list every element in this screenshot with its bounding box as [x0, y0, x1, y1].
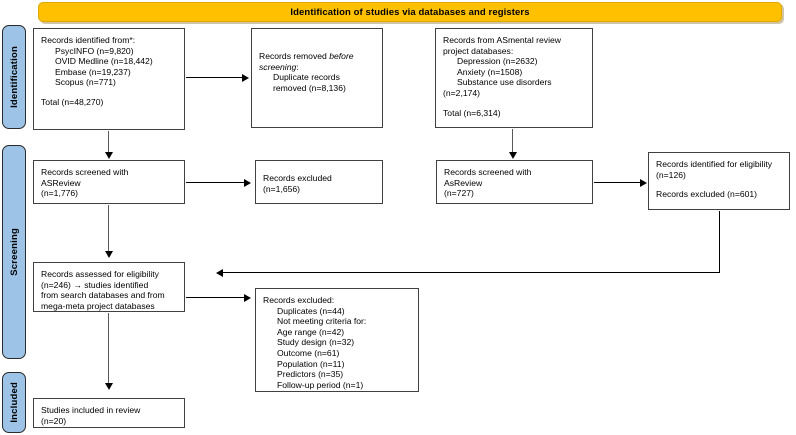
connector-screened-to-excluded1 [186, 182, 244, 184]
records-removed-line1: Records removed [259, 51, 330, 61]
excluded-2-item-2: Age range (n=42) [277, 326, 345, 337]
arrowhead-assessed-to-excluded2 [244, 293, 251, 302]
connector-screened2-to-eligibility [594, 182, 640, 184]
connector-asmental-to-screened2 [512, 129, 514, 155]
excluded-2-item-4: Outcome (n=61) [277, 347, 340, 358]
arrowhead-assessed-to-included [104, 383, 113, 390]
excluded-1-line2: (n=1,656) [263, 183, 301, 194]
arrowhead-screened-to-assessed [104, 251, 113, 258]
screened-1-line2: ASReview [41, 177, 81, 188]
excluded-2-item-1: Not meeting criteria for: [277, 316, 367, 327]
connector-eligibility-down [719, 211, 721, 273]
box-records-removed-before-screening: Records removed before screening: Duplic… [251, 28, 383, 128]
arrowhead-screened-to-excluded1 [244, 178, 251, 187]
asmental-item-3: (n=2,174) [443, 87, 481, 98]
box-records-excluded-eligibility: Records excluded: Duplicates (n=44) Not … [255, 288, 419, 392]
connector-identified-to-screened [108, 131, 110, 155]
stage-tab-included: Included [2, 372, 26, 433]
records-removed-item-1: removed (n=8,136) [273, 82, 346, 93]
diagram-header-banner: Identification of studies via databases … [38, 2, 782, 22]
records-identified-item-3: Scopus (n=771) [55, 77, 116, 88]
arrowhead-identified-to-screened [104, 152, 113, 159]
stage-label-screening: Screening [8, 228, 20, 276]
screened-1-line1: Records screened with [41, 167, 129, 177]
assessed-line4: mega-meta project databases [41, 300, 155, 311]
stage-label-included: Included [8, 382, 20, 423]
records-removed-line2-rest: : [296, 61, 299, 72]
connector-screened-to-assessed [108, 205, 110, 253]
excluded-2-item-0: Duplicates (n=44) [277, 305, 345, 316]
box-records-screened-asreview-project: Records screened with AsReview (n=727) [436, 160, 593, 204]
arrowhead-asmental-to-screened2 [508, 152, 517, 159]
included-line2: (n=20) [41, 415, 67, 426]
box-records-screened-asreview-databases: Records screened with ASReview (n=1,776) [33, 160, 185, 204]
box-records-identified-for-eligibility: Records identified for eligibility (n=12… [648, 152, 790, 210]
assessed-line3: from search databases and from [41, 290, 165, 301]
records-identified-item-2: Embase (n=19,237) [55, 66, 131, 77]
excluded-2-item-7: Follow-up period (n=1) [277, 379, 364, 390]
assessed-line1: Records assessed for eligibility [41, 269, 159, 279]
excluded-2-item-6: Predictors (n=35) [277, 369, 344, 380]
arrowhead-eligibility-to-assessed [216, 268, 223, 277]
asmental-item-2: Substance use disorders [457, 77, 552, 88]
screened-2-line2: AsReview [444, 177, 483, 188]
eligibility-line2: (n=126) [656, 169, 686, 180]
records-removed-line2-emphasis: screening [259, 61, 297, 72]
connector-identified-to-removed [186, 77, 242, 79]
box-asmental-project-databases: Records from ASmental review project dat… [435, 28, 593, 128]
screened-2-line1: Records screened with [444, 167, 532, 177]
eligibility-line3: Records excluded (n=601) [656, 189, 758, 200]
records-identified-item-0: PsycINFO (n=9,820) [55, 45, 134, 56]
connector-assessed-to-excluded2 [186, 297, 244, 299]
spacer [443, 99, 585, 108]
asmental-heading-line1: Records from ASmental review [443, 35, 561, 45]
excluded-2-heading: Records excluded: [263, 295, 335, 305]
records-removed-item-0: Duplicate records [273, 72, 340, 83]
excluded-1-line1: Records excluded [263, 173, 332, 183]
stage-tab-screening: Screening [2, 145, 26, 359]
stage-tab-identification: Identification [2, 25, 26, 129]
eligibility-line1: Records identified for eligibility [656, 159, 773, 169]
box-records-identified: Records identified from*: PsycINFO (n=9,… [33, 28, 185, 130]
connector-assessed-to-included [108, 313, 110, 385]
connector-eligibility-to-assessed [223, 272, 720, 274]
arrowhead-screened2-to-eligibility [640, 178, 647, 187]
records-identified-heading: Records identified from*: [41, 35, 136, 45]
included-line1: Studies included in review [41, 405, 141, 415]
diagram-title: Identification of studies via databases … [290, 6, 530, 18]
asmental-total: Total (n=6,314) [443, 107, 501, 118]
excluded-2-item-5: Population (n=11) [277, 358, 345, 369]
records-identified-total: Total (n=48,270) [41, 96, 104, 107]
box-records-assessed-for-eligibility: Records assessed for eligibility (n=246)… [33, 262, 185, 312]
stage-label-identification: Identification [8, 46, 20, 108]
arrowhead-identified-to-removed [242, 73, 249, 82]
screened-1-line3: (n=1,776) [41, 188, 79, 199]
assessed-line2: (n=246) → studies identified [41, 279, 149, 290]
spacer [656, 180, 782, 189]
asmental-item-0: Depression (n=2632) [457, 56, 538, 67]
box-studies-included-in-review: Studies included in review (n=20) [33, 398, 185, 428]
records-identified-item-1: OVID Medline (n=18,442) [55, 56, 153, 67]
records-removed-line1-emphasis: before [329, 51, 354, 61]
screened-2-line3: (n=727) [444, 188, 474, 199]
asmental-heading-line2: project databases: [443, 45, 514, 56]
spacer [41, 88, 177, 97]
excluded-2-item-3: Study design (n=32) [277, 337, 355, 348]
asmental-item-1: Anxiety (n=1508) [457, 66, 523, 77]
box-records-excluded-screening: Records excluded (n=1,656) [255, 160, 383, 204]
